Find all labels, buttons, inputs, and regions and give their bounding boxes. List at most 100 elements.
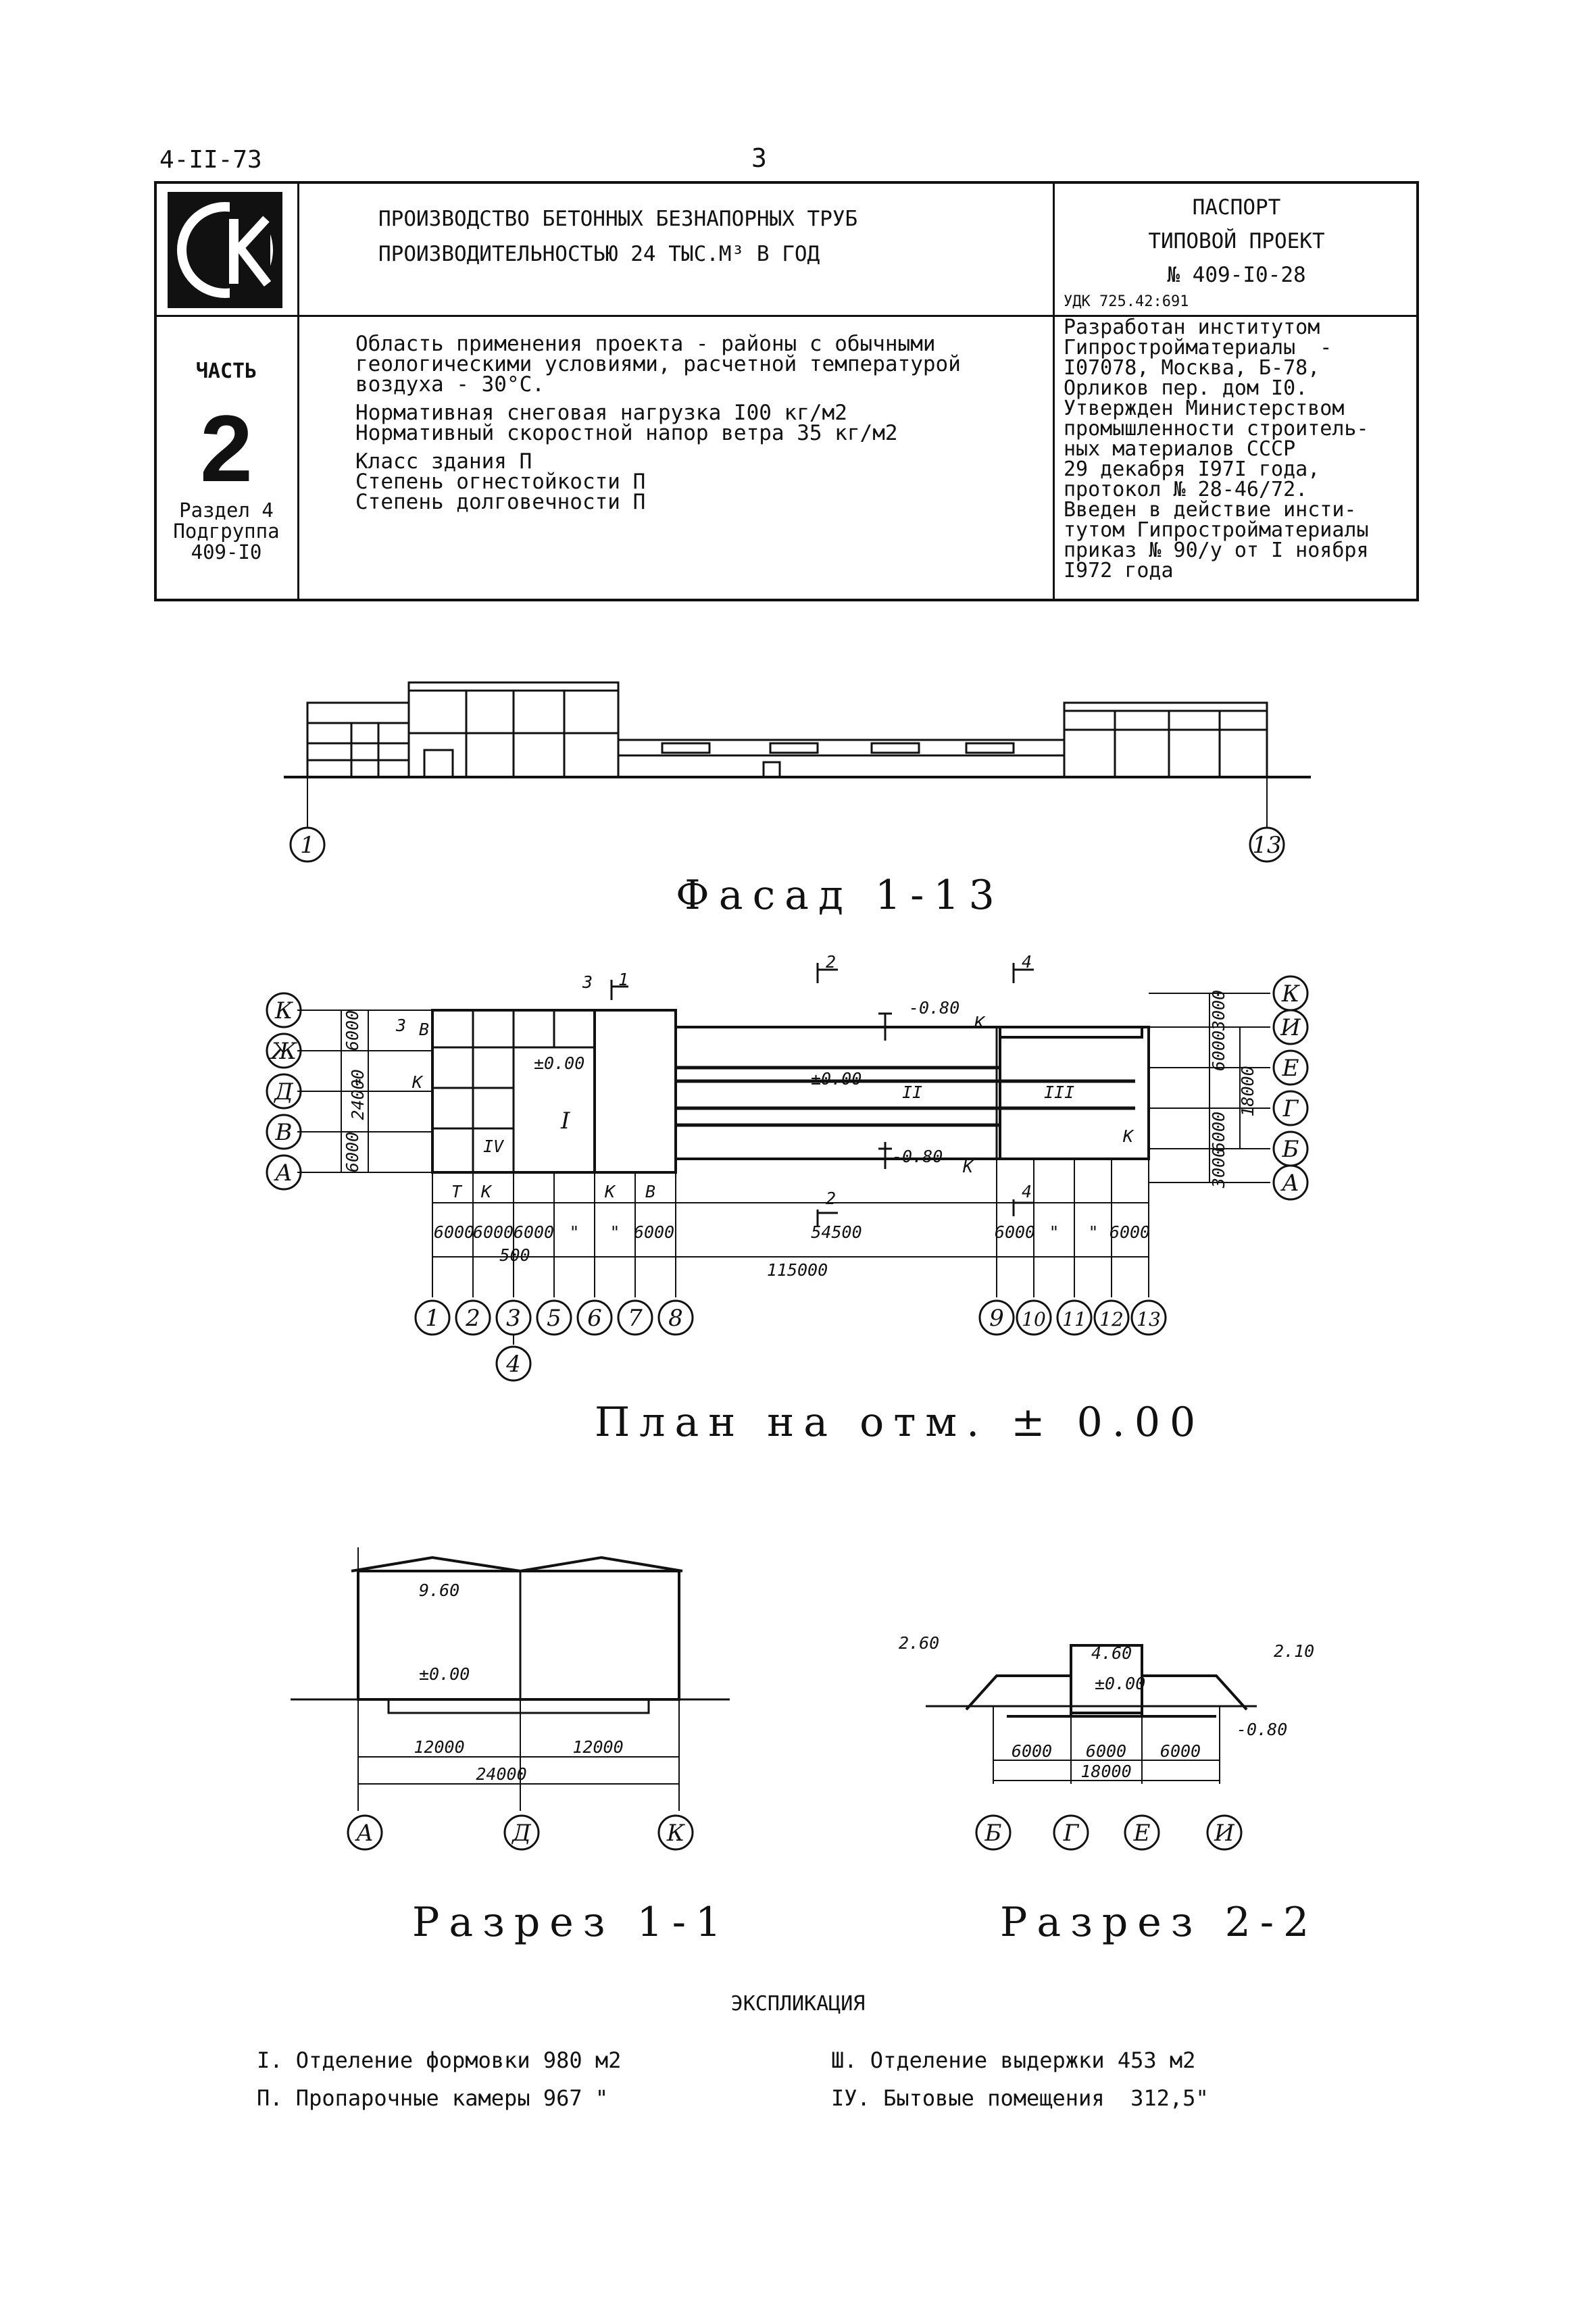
facade-axis-13: 13 <box>1252 832 1281 859</box>
section-2-mark: 4.60 <box>1091 1643 1132 1663</box>
title-line-1: ПРОИЗВОДСТВО БЕТОННЫХ БЕЗНАПОРНЫХ ТРУБ <box>378 207 858 231</box>
plan-dim: 3000 <box>1209 1147 1228 1189</box>
dev-line: Введен в действие инсти- <box>1064 498 1357 522</box>
plan-axis-bottom: 9 <box>989 1305 1004 1332</box>
part-label: ЧАСТЬ <box>195 359 257 383</box>
plan-dim: 6000 <box>343 1132 362 1172</box>
plan-section-mark: 1 <box>618 970 628 989</box>
subgroup-code: 409-I0 <box>191 541 262 564</box>
section-1-drawing <box>291 1547 730 1851</box>
plan-dim: 6000 <box>1209 1112 1228 1152</box>
plan-axis-right: Б <box>1282 1136 1299 1163</box>
plan-letter: К <box>962 1157 974 1176</box>
plan-section-mark: 3 <box>395 1016 406 1035</box>
wind-load: Нормативный скоростной напор ветра 35 кг… <box>355 421 898 445</box>
room-label-4: IV <box>483 1137 505 1156</box>
dev-line: протокол № 28-46/72. <box>1064 478 1308 501</box>
plan-dim: " <box>1088 1222 1098 1242</box>
plan-axis-left: В <box>275 1119 293 1146</box>
plan-dim: " <box>353 1076 363 1095</box>
plan-axis-bottom: 6 <box>587 1305 602 1332</box>
plan-axis-bottom: 12 <box>1099 1308 1124 1330</box>
plan-mark: ±0.00 <box>811 1069 862 1089</box>
plan-axis-bottom: 7 <box>628 1305 643 1332</box>
plan-axis-bottom: 5 <box>547 1305 562 1332</box>
section-1-axis: К <box>666 1820 686 1847</box>
dev-line: Орликов пер. дом I0. <box>1064 376 1308 400</box>
dev-line: ных материалов СССР <box>1064 437 1296 461</box>
title-line-2: ПРОИЗВОДИТЕЛЬНОСТЬЮ 24 ТЫС.М³ В ГОД <box>378 242 820 266</box>
section-2-dim: 6000 <box>1012 1741 1052 1761</box>
dev-line: 29 декабря I97I года, <box>1064 457 1320 481</box>
section-1-mark: ±0.00 <box>419 1664 470 1684</box>
plan-dim: 6000 <box>1209 1030 1228 1071</box>
plan-section-mark: 3 <box>582 972 593 992</box>
section-2-mark: ±0.00 <box>1095 1674 1145 1693</box>
plan-drawing <box>266 963 1309 1382</box>
dev-line: приказ № 90/у от I ноября <box>1064 539 1369 562</box>
durability: Степень долговечности П <box>355 490 646 514</box>
plan-letter: К <box>412 1072 424 1092</box>
plan-dim: 6000 <box>995 1222 1035 1242</box>
plan-axis-4: 4 <box>505 1351 521 1378</box>
part-number: 2 <box>200 395 253 501</box>
section-label: Раздел 4 <box>179 499 274 522</box>
explication-item: I. Отделение формовки 980 м2 <box>257 2047 622 2073</box>
plan-letter: Т <box>451 1182 463 1201</box>
building-class: Класс здания П <box>355 449 532 474</box>
plan-axis-left: А <box>274 1160 293 1187</box>
passport-label: ПАСПОРТ <box>1192 195 1281 220</box>
dev-line: Разработан институтом <box>1064 316 1320 339</box>
plan-axis-right: И <box>1280 1014 1301 1041</box>
section-2-caption: Разрез 2-2 <box>1000 1899 1319 1946</box>
section-2-axis: И <box>1214 1820 1235 1847</box>
plan-axis-bottom: 10 <box>1022 1308 1046 1330</box>
room-label-3: III <box>1044 1082 1074 1102</box>
section-2-mark: -0.80 <box>1237 1720 1287 1739</box>
plan-section-mark: 2 <box>826 952 836 972</box>
section-1-axis: А <box>355 1820 374 1847</box>
section-1-dim-total: 24000 <box>476 1764 526 1784</box>
developer-info: Разработан институтом Гипростройматериал… <box>1064 318 1369 581</box>
plan-dim: 24000 <box>348 1069 368 1120</box>
desc-line: геологическими условиями, расчетной темп… <box>355 352 961 376</box>
plan-dim: 6000 <box>1109 1222 1150 1242</box>
plan-axis-bottom: 3 <box>506 1305 521 1332</box>
ck-logo <box>168 192 282 308</box>
facade-drawing <box>284 681 1311 863</box>
explication-item: П. Пропарочные камеры 967 " <box>257 2085 609 2111</box>
plan-dim: 54500 <box>811 1222 862 1242</box>
ck-logo-icon <box>168 192 282 308</box>
explication-title: ЭКСПЛИКАЦИЯ <box>730 1992 866 2016</box>
fire-resistance: Степень огнестойкости П <box>355 470 646 494</box>
section-2-drawing <box>926 1644 1257 1851</box>
plan-dim: " <box>1049 1222 1059 1242</box>
snow-load: Нормативная снеговая нагрузка I00 кг/м2 <box>355 401 847 425</box>
project-description: Область применения проекта - районы с об… <box>355 334 961 514</box>
subgroup-label: Подгруппа <box>173 520 280 543</box>
plan-dim: 6000 <box>343 1010 362 1051</box>
plan-letter: К <box>974 1013 986 1032</box>
plan-axis-bottom: 13 <box>1137 1308 1161 1330</box>
dev-line: I972 года <box>1064 559 1174 582</box>
facade-caption: Фасад 1-13 <box>676 872 1004 919</box>
udk-code: УДК 725.42:691 <box>1064 293 1189 310</box>
project-title: ПРОИЗВОДСТВО БЕТОННЫХ БЕЗНАПОРНЫХ ТРУБ П… <box>378 201 857 272</box>
plan-mark: ±0.00 <box>534 1053 584 1073</box>
passport-frame <box>154 181 1419 601</box>
plan-dim: 6000 <box>514 1222 554 1242</box>
section-2-axis: Е <box>1133 1820 1151 1847</box>
plan-mark: -0.80 <box>909 998 959 1018</box>
plan-dim-total: 115000 <box>767 1260 828 1280</box>
section-2-axis: Г <box>1063 1820 1080 1847</box>
section-1-dim: 12000 <box>414 1737 464 1757</box>
desc-line: воздуха - 30°С. <box>355 372 545 397</box>
section-1-mark: 9.60 <box>419 1580 459 1600</box>
plan-mark: -0.80 <box>892 1147 943 1166</box>
plan-axis-bottom: 2 <box>465 1305 480 1332</box>
section-2-dim: 6000 <box>1086 1741 1126 1761</box>
plan-letter: В <box>645 1182 655 1201</box>
plan-axis-left: К <box>274 997 294 1024</box>
plan-axis-bottom: 8 <box>668 1305 683 1332</box>
section-2-dim: 6000 <box>1160 1741 1201 1761</box>
